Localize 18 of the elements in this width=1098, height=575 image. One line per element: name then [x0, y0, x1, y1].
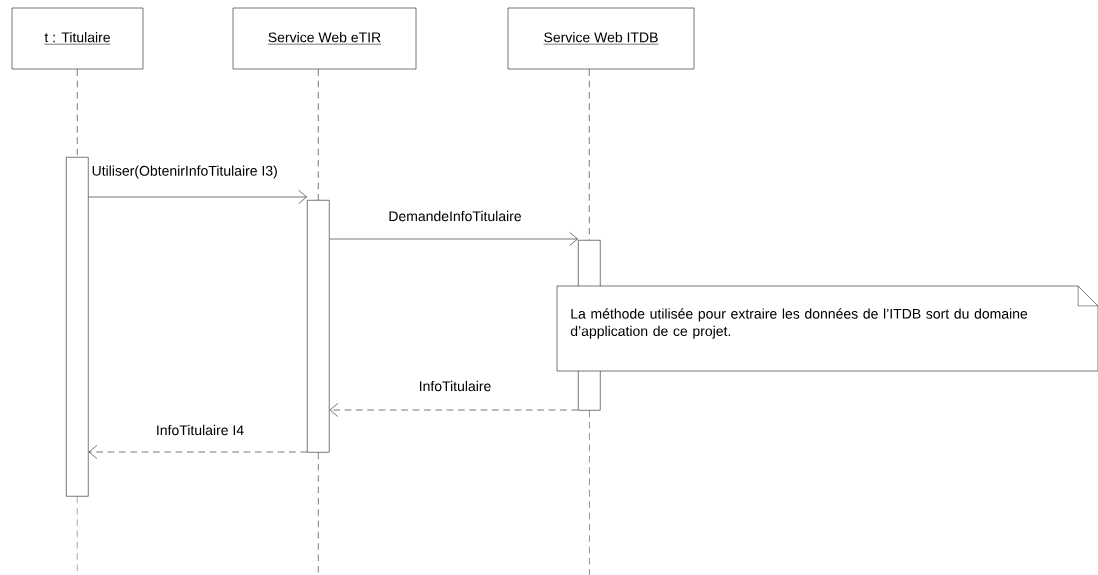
edge-label: InfoTitulaire I4 — [157, 424, 244, 436]
lifeline — [589, 410, 590, 575]
activation-bar — [66, 157, 89, 497]
activation-bar — [307, 200, 330, 453]
lifeline — [77, 69, 78, 158]
lifeline-head: Service Web eTIR — [232, 7, 417, 70]
message-arrow — [329, 232, 578, 246]
edge-label: InfoTitulaire — [420, 380, 491, 392]
message-arrow — [88, 190, 307, 204]
lifeline — [318, 452, 319, 575]
lifeline — [318, 69, 319, 201]
edge-label: Utiliser(ObtenirInfoTitulaire I3) — [92, 165, 277, 179]
lifeline-head: Service Web ITDB — [507, 7, 695, 70]
message-arrow — [329, 403, 579, 417]
lifeline-head: t : Titulaire — [11, 7, 144, 70]
message-arrow — [88, 445, 308, 459]
lifeline — [589, 69, 590, 241]
edge-label: DemandeInfoTitulaire — [389, 210, 521, 222]
